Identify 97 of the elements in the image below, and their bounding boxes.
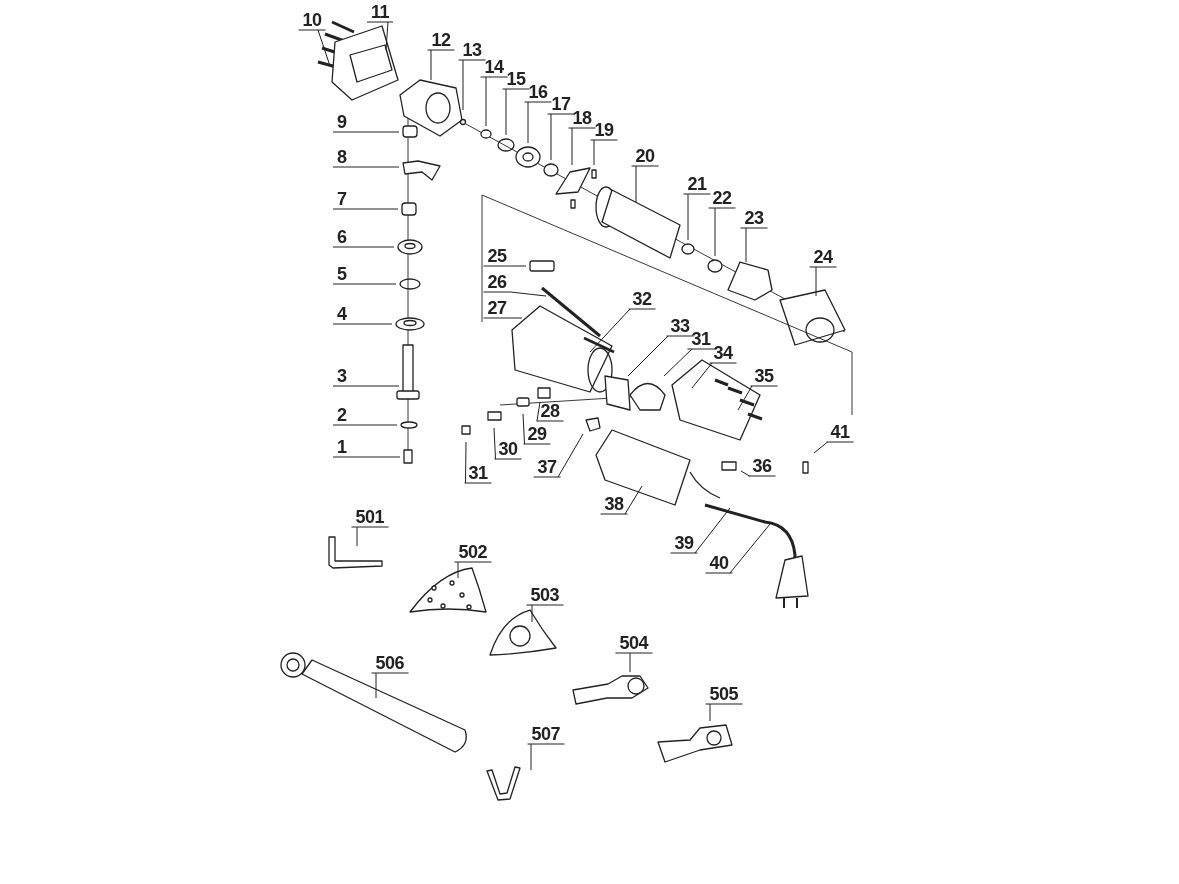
leader-line <box>351 526 389 547</box>
leader-line <box>527 743 565 771</box>
callout-number: 8 <box>337 148 347 166</box>
callout-number: 32 <box>632 290 652 308</box>
callout-number: 19 <box>594 121 614 139</box>
leader-line <box>483 265 527 267</box>
leader-line <box>683 193 711 241</box>
leader-line <box>458 59 486 111</box>
leader-line <box>627 335 694 377</box>
leader-line <box>568 127 596 166</box>
callout-number: 15 <box>506 70 526 88</box>
callout-number: 12 <box>431 31 451 49</box>
leader-line <box>493 427 522 460</box>
leader-line <box>526 604 564 623</box>
leader-line <box>332 131 400 133</box>
leader-line <box>522 413 551 445</box>
leader-line <box>600 485 643 515</box>
callout-number: 1 <box>337 438 347 456</box>
leader-line <box>332 424 398 426</box>
callout-number: 38 <box>604 495 624 513</box>
callout-number: 17 <box>551 95 571 113</box>
callout-number: 25 <box>487 247 507 265</box>
callout-number: 9 <box>337 113 347 131</box>
callout-number: 20 <box>635 147 655 165</box>
callout-number: 31 <box>691 330 711 348</box>
leader-line <box>464 441 492 484</box>
callout-number: 16 <box>528 83 548 101</box>
callout-number: 11 <box>371 3 390 21</box>
leader-line <box>332 246 395 248</box>
callout-number: 31 <box>468 464 488 482</box>
callout-number: 10 <box>302 11 322 29</box>
callout-number: 501 <box>355 508 385 526</box>
leader-line <box>483 291 547 297</box>
leader-line <box>663 348 715 377</box>
callout-number: 505 <box>709 685 739 703</box>
leader-line <box>298 29 331 67</box>
callout-number: 26 <box>487 273 507 291</box>
callout-number: 2 <box>337 406 347 424</box>
callout-number: 7 <box>337 190 347 208</box>
leader-line <box>502 88 530 136</box>
callout-number: 36 <box>752 457 772 475</box>
callout-number: 28 <box>540 402 560 420</box>
callout-number: 22 <box>712 189 732 207</box>
leader-line <box>332 323 393 325</box>
callout-number: 5 <box>337 265 347 283</box>
callout-number: 507 <box>531 725 561 743</box>
leader-line <box>708 207 736 257</box>
callout-number: 6 <box>337 228 347 246</box>
leader-line <box>737 385 778 411</box>
leader-line <box>332 456 401 458</box>
callout-number: 14 <box>484 58 504 76</box>
leader-line <box>615 652 653 673</box>
leader-line <box>480 76 508 127</box>
leader-line <box>366 21 394 51</box>
callout-number: 30 <box>498 440 518 458</box>
leader-line <box>589 308 656 353</box>
callout-number: 13 <box>462 41 482 59</box>
leader-line <box>427 49 455 81</box>
callout-number: 40 <box>709 554 729 572</box>
leader-line <box>332 385 400 387</box>
callout-number: 41 <box>830 423 850 441</box>
leader-line <box>631 165 659 203</box>
callout-number: 27 <box>487 299 507 317</box>
leader-line <box>371 672 409 699</box>
callout-number: 29 <box>527 425 547 443</box>
callout-number: 3 <box>337 367 347 385</box>
leader-line <box>454 561 492 579</box>
leader-line <box>740 470 776 477</box>
leader-line <box>590 139 618 166</box>
callout-number: 21 <box>687 175 707 193</box>
leader-line <box>705 523 771 574</box>
leader-line <box>533 433 584 478</box>
leader-line <box>809 266 837 297</box>
callout-number: 37 <box>537 458 557 476</box>
callout-number: 503 <box>530 586 560 604</box>
callout-number: 506 <box>375 654 405 672</box>
callout-number: 34 <box>713 344 733 362</box>
leader-line <box>691 362 737 389</box>
callout-number: 23 <box>744 209 764 227</box>
leader-line <box>524 101 552 144</box>
leader-line <box>332 166 400 168</box>
callout-number: 4 <box>337 305 347 323</box>
leader-line <box>547 113 575 161</box>
leader-line <box>332 283 397 285</box>
callout-number: 33 <box>670 317 690 335</box>
callout-number: 18 <box>572 109 592 127</box>
callout-number: 24 <box>813 248 833 266</box>
leader-line <box>670 507 731 554</box>
leader-line <box>813 441 854 454</box>
leader-line <box>705 703 743 722</box>
leader-line <box>332 208 399 210</box>
callout-number: 504 <box>619 634 649 652</box>
leader-line <box>740 227 768 263</box>
leader-line <box>483 317 523 319</box>
callout-number: 502 <box>458 543 488 561</box>
callout-number: 39 <box>674 534 694 552</box>
callout-number: 35 <box>754 367 774 385</box>
